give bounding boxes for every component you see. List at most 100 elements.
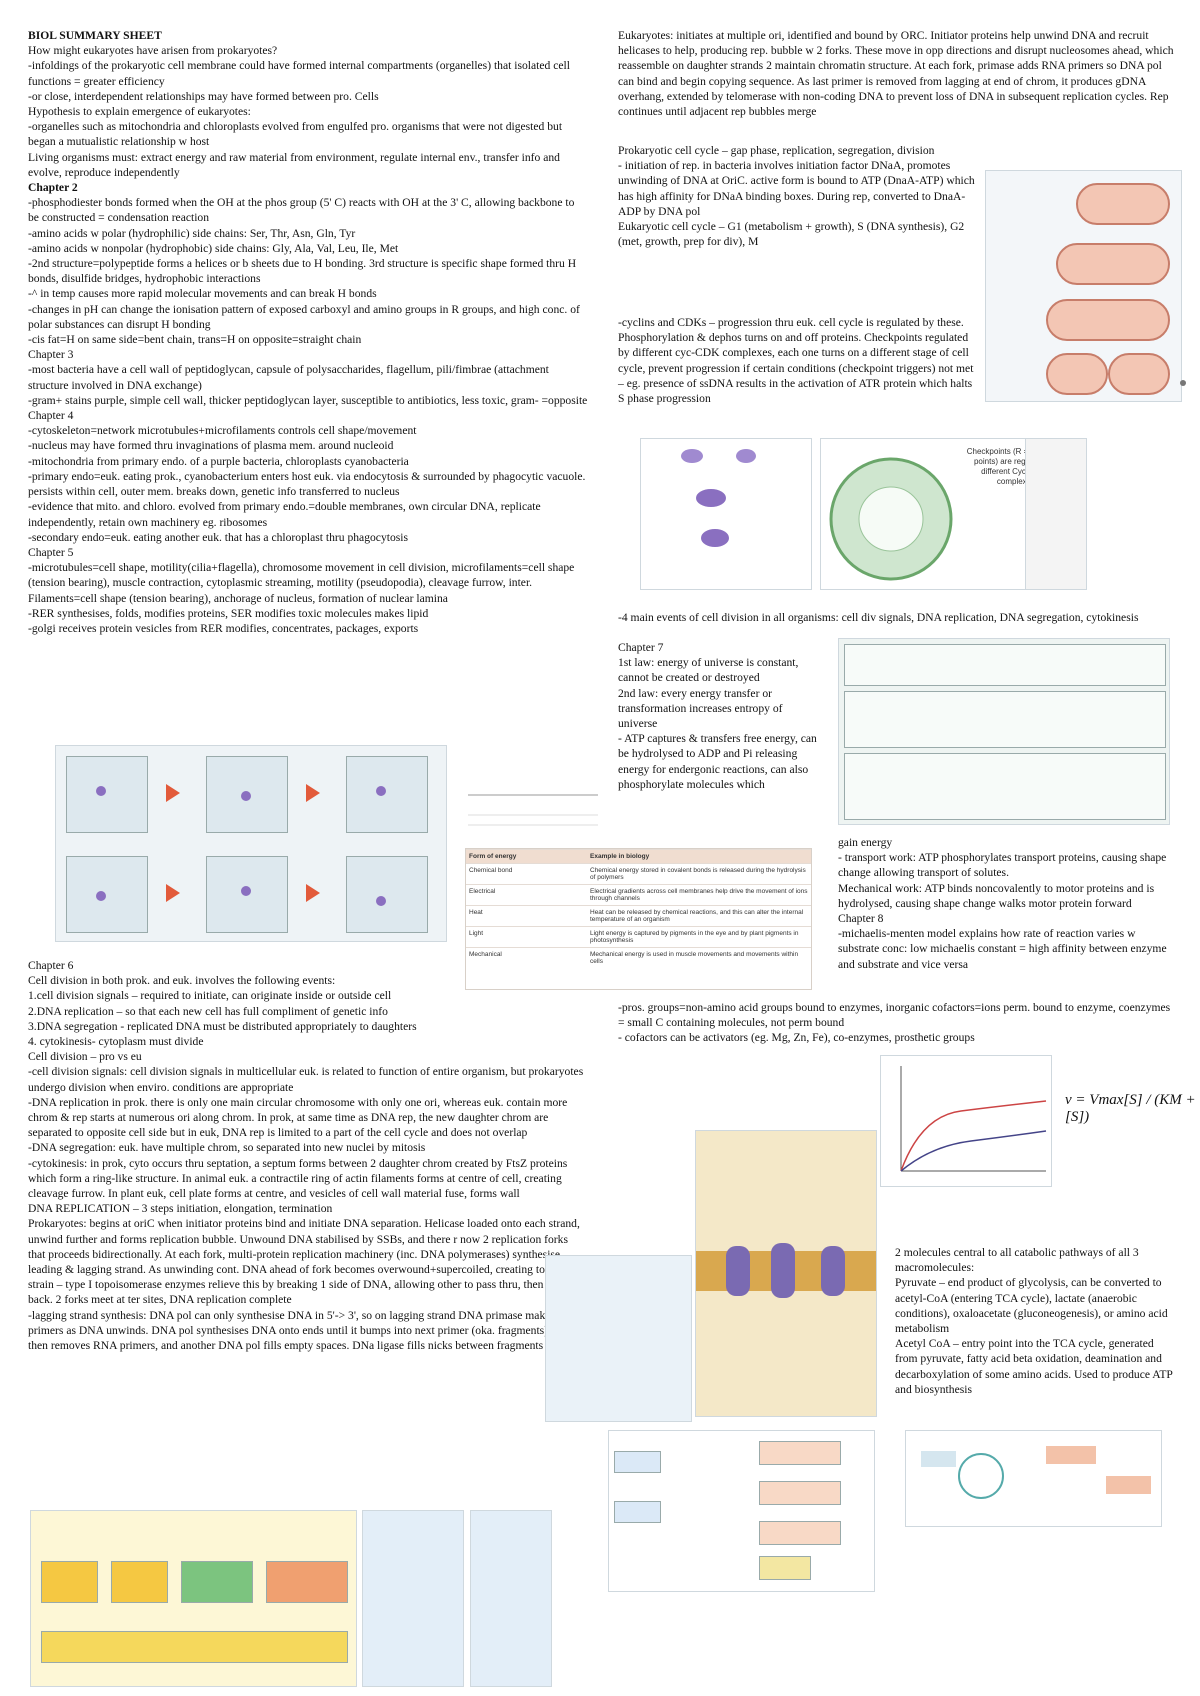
pathway-network-figure	[905, 1430, 1162, 1527]
electron-transport-box	[266, 1561, 348, 1603]
bacterium-icon	[1108, 353, 1170, 395]
paragraph: Prokaryotic cell cycle – gap phase, repl…	[618, 144, 935, 157]
table-cell: Mechanical	[469, 951, 502, 958]
bacterium-icon	[1056, 243, 1170, 285]
cyclin-cdk-figure	[640, 438, 812, 590]
paragraph: Chapter 7	[618, 641, 664, 654]
table-header: Form of energy Example in biology	[466, 849, 811, 863]
organelle-icon	[96, 786, 106, 796]
bacterium-icon	[1076, 183, 1170, 225]
paragraph: Cell division in both prok. and euk. inv…	[28, 974, 336, 988]
paragraph: Acetyl CoA – entry point into the TCA cy…	[895, 1337, 1173, 1396]
right-column-top: Eukaryotes: initiates at multiple ori, i…	[618, 28, 1178, 119]
cellular-respiration-figure	[30, 1510, 357, 1687]
paragraph: gain energy	[838, 836, 893, 849]
table-cell: Electrical	[469, 888, 496, 895]
paragraph: -michaelis-menten model explains how rat…	[838, 927, 1167, 971]
paragraph: Eukaryotes: initiates at multiple ori, i…	[618, 29, 1174, 119]
paragraph: - ATP captures & transfers free energy, …	[618, 732, 817, 791]
right-cyclins: -cyclins and CDKs – progression thru euk…	[618, 315, 978, 406]
citric-acid-box	[181, 1561, 253, 1603]
paragraph: -cell division signals: cell division si…	[28, 1065, 584, 1094]
right-prok-cycle: Prokaryotic cell cycle – gap phase, repl…	[618, 143, 975, 249]
paragraph: -cyclins and CDKs – progression thru euk…	[618, 316, 974, 406]
paragraph: -4 main events of cell division in all o…	[618, 611, 1139, 624]
arrow-icon	[166, 784, 180, 802]
panel-a	[844, 644, 1166, 686]
table-cell: Chemical energy stored in covalent bonds…	[590, 867, 806, 881]
paragraph: - transport work: ATP phosphorylates tra…	[838, 851, 1167, 880]
table-cell: Heat can be released by chemical reactio…	[590, 909, 804, 923]
panel-b	[844, 691, 1166, 748]
arrow-icon	[166, 884, 180, 902]
energy-diagram-figure	[545, 1255, 692, 1422]
mm-curve-graphic	[900, 1066, 1047, 1172]
paragraph: Living organisms must: extract energy an…	[28, 150, 560, 179]
pyruvate-node	[759, 1481, 841, 1505]
paragraph: -^ in temp causes more rapid molecular m…	[28, 287, 377, 301]
paragraph: -pros. groups=non-amino acid groups boun…	[618, 1001, 1171, 1030]
paragraph: 2 molecules central to all catabolic pat…	[895, 1246, 1139, 1275]
bacterial-division-figure	[985, 170, 1182, 402]
protein-complex-icon	[821, 1246, 845, 1296]
paragraph: Cell division – pro vs eu	[28, 1050, 142, 1064]
catabolism-overview-figure	[608, 1430, 875, 1592]
paragraph: -phosphodiester bonds formed when the OH…	[28, 196, 575, 225]
paragraph: Chapter 2	[28, 181, 78, 195]
complex-icon	[696, 489, 726, 507]
paragraph: 1.cell division signals – required to in…	[28, 989, 392, 1003]
endosymbiosis-figure	[55, 745, 447, 942]
acetyl-coa-node	[759, 1521, 841, 1545]
table-cell: Electrical gradients across cell membran…	[590, 888, 808, 902]
table-header-cell: Form of energy	[469, 853, 517, 860]
replication-figure	[362, 1510, 464, 1687]
right-catabolic: 2 molecules central to all catabolic pat…	[895, 1245, 1175, 1397]
lipid-node	[614, 1501, 661, 1523]
paragraph: -amino acids w nonpolar (hydrophobic) si…	[28, 241, 399, 255]
paragraph: -cis fat=H on same side=bent chain, tran…	[28, 333, 362, 347]
paragraph: -gram+ stains purple, simple cell wall, …	[28, 393, 588, 407]
paragraph: -changes in pH can change the ionisation…	[28, 302, 580, 331]
organelle-icon	[376, 786, 386, 796]
table-cell: Light energy is captured by pigments in …	[590, 930, 799, 944]
paragraph: Prokaryotes: begins at oriC when initiat…	[28, 1217, 586, 1307]
bullet-icon	[1180, 380, 1186, 386]
organelle-icon	[96, 891, 106, 901]
paragraph: -DNA segregation: euk. have multiple chr…	[28, 1141, 426, 1155]
checkpoints-label: Checkpoints (R = restriction points) are…	[966, 447, 1066, 486]
protein-icon	[701, 529, 729, 547]
michaelis-menten-figure	[880, 1055, 1052, 1187]
paragraph: Chapter 4	[28, 409, 74, 423]
paragraph: Mechanical work: ATP binds noncovalently…	[838, 881, 1155, 910]
paragraph: -cytokinesis: in prok, cyto occurs thru …	[28, 1156, 568, 1201]
paragraph: -mitochondria from primary endo. of a pu…	[28, 454, 409, 468]
table-row: Mechanical Mechanical energy is used in m…	[466, 947, 811, 968]
paragraph: Chapter 6	[28, 959, 74, 972]
atp-yield-strip	[41, 1631, 348, 1663]
endo-panel-6	[346, 856, 428, 933]
paragraph: -nucleus may have formed thru invaginati…	[28, 439, 394, 453]
electron-transport-figure	[695, 1130, 877, 1417]
cdk-icon	[736, 449, 756, 463]
table-cell: Mechanical energy is used in muscle move…	[590, 951, 799, 965]
paragraph: DNA REPLICATION – 3 steps initiation, el…	[28, 1202, 333, 1216]
paragraph: How might eukaryotes have arisen from pr…	[28, 44, 278, 58]
pathway-graphic	[921, 1446, 1151, 1499]
table-header-cell: Example in biology	[590, 853, 650, 860]
paragraph: - initiation of rep. in bacteria involve…	[618, 159, 975, 218]
paragraph: -lagging strand synthesis: DNA pol can o…	[28, 1308, 582, 1353]
paragraph: -or close, interdependent relationships …	[28, 89, 379, 103]
table-row: Electrical Electrical gradients across ce…	[466, 884, 811, 905]
paragraph: - cofactors can be activators (eg. Mg, Z…	[618, 1031, 975, 1045]
free-energy-equation-graphic	[468, 794, 598, 826]
paragraph: -DNA replication in prok. there is only …	[28, 1095, 568, 1140]
paragraph: -evidence that mito. and chloro. evolved…	[28, 500, 541, 529]
paragraph: 3.DNA segregation - replicated DNA must …	[28, 1019, 417, 1033]
endo-panel-4	[66, 856, 148, 933]
protein-complex-icon	[771, 1243, 795, 1298]
table-cell: Heat	[469, 909, 483, 916]
checkpoint-table-figure	[1025, 438, 1087, 590]
